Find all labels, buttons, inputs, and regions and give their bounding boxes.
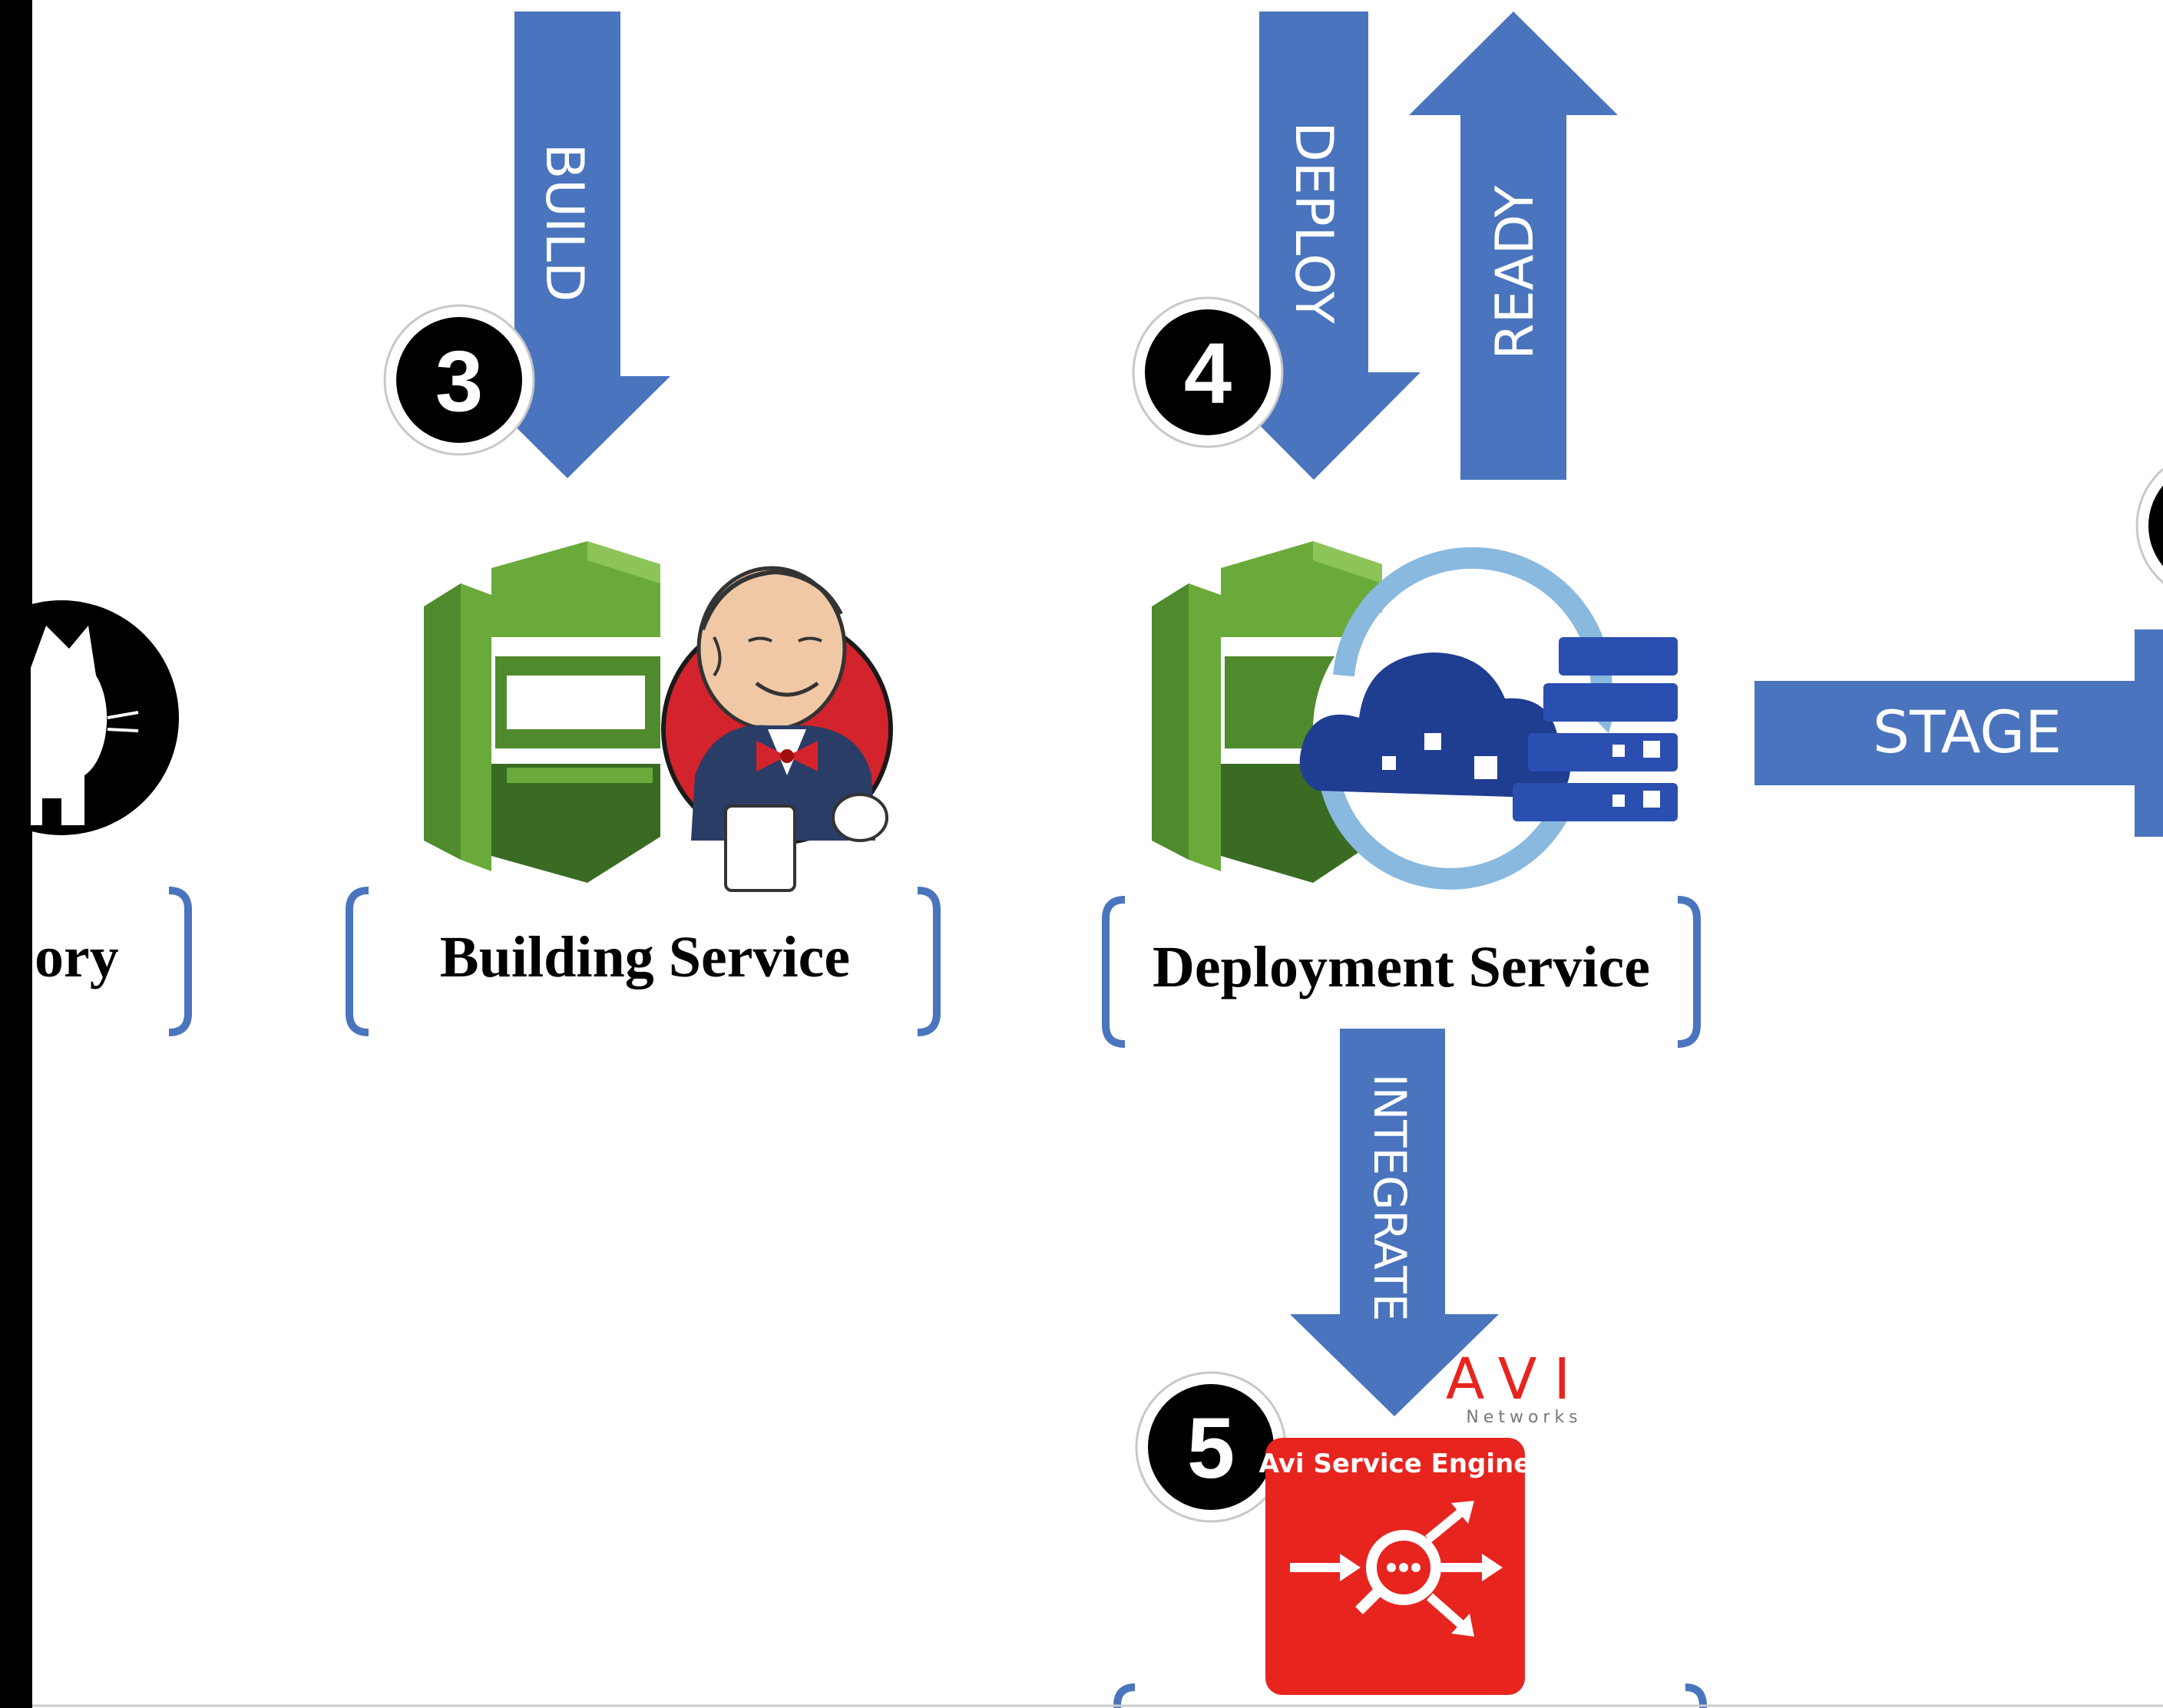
github-octocat-icon: [0, 600, 179, 835]
deployment-service-label: Deployment Service: [1153, 935, 1650, 999]
step-5-number: 5: [1187, 1400, 1235, 1496]
step-4-badge: 4: [1132, 296, 1284, 448]
integrate-arrow: INTEGRATE: [1290, 1029, 1499, 1416]
step-4-number: 4: [1184, 325, 1232, 421]
step-3-number: 3: [435, 333, 483, 429]
deployment-bracket-left: [1102, 896, 1126, 1048]
step-5-badge: 5: [1135, 1371, 1287, 1523]
integrate-arrow-label: INTEGRATE: [1364, 1074, 1416, 1322]
aws-codebuild-icon: [424, 541, 660, 883]
avi-networks-logo: AVI Networks: [1446, 1346, 1587, 1427]
deploy-arrow-label: DEPLOY: [1283, 121, 1344, 324]
deployment-bracket-right: [1677, 896, 1701, 1048]
repository-bracket-right: [168, 887, 192, 1036]
building-bracket-left: [346, 887, 369, 1036]
avi-brand-text: AVI: [1446, 1346, 1587, 1412]
building-service-label-group: Building Service: [346, 887, 941, 1036]
repository-label-partial: ory: [35, 925, 119, 989]
ready-arrow-label: READY: [1485, 185, 1546, 359]
left-black-border: [0, 0, 32, 1708]
build-arrow-label: BUILD: [534, 144, 594, 302]
cloud-deploy-cycle-icon: [1299, 547, 1678, 890]
building-bracket-right: [917, 887, 941, 1036]
ready-arrow: READY: [1409, 12, 1618, 480]
avi-service-engine-icon: Avi Service Engine: [1259, 1438, 1532, 1695]
avi-engine-title: Avi Service Engine: [1259, 1449, 1532, 1479]
repository-label-group: ory: [35, 887, 192, 1036]
building-service-label: Building Service: [440, 925, 850, 989]
step-3-badge: 3: [383, 304, 535, 456]
jenkins-butler-icon: [661, 566, 893, 892]
deployment-service-label-group: Deployment Service: [1102, 896, 1701, 1048]
stage-arrow-label: STAGE: [1873, 698, 2062, 766]
avi-networks-text: Networks: [1466, 1408, 1582, 1427]
stage-arrow: STAGE: [1755, 629, 2163, 837]
step-6-badge-partial: [2135, 467, 2163, 584]
